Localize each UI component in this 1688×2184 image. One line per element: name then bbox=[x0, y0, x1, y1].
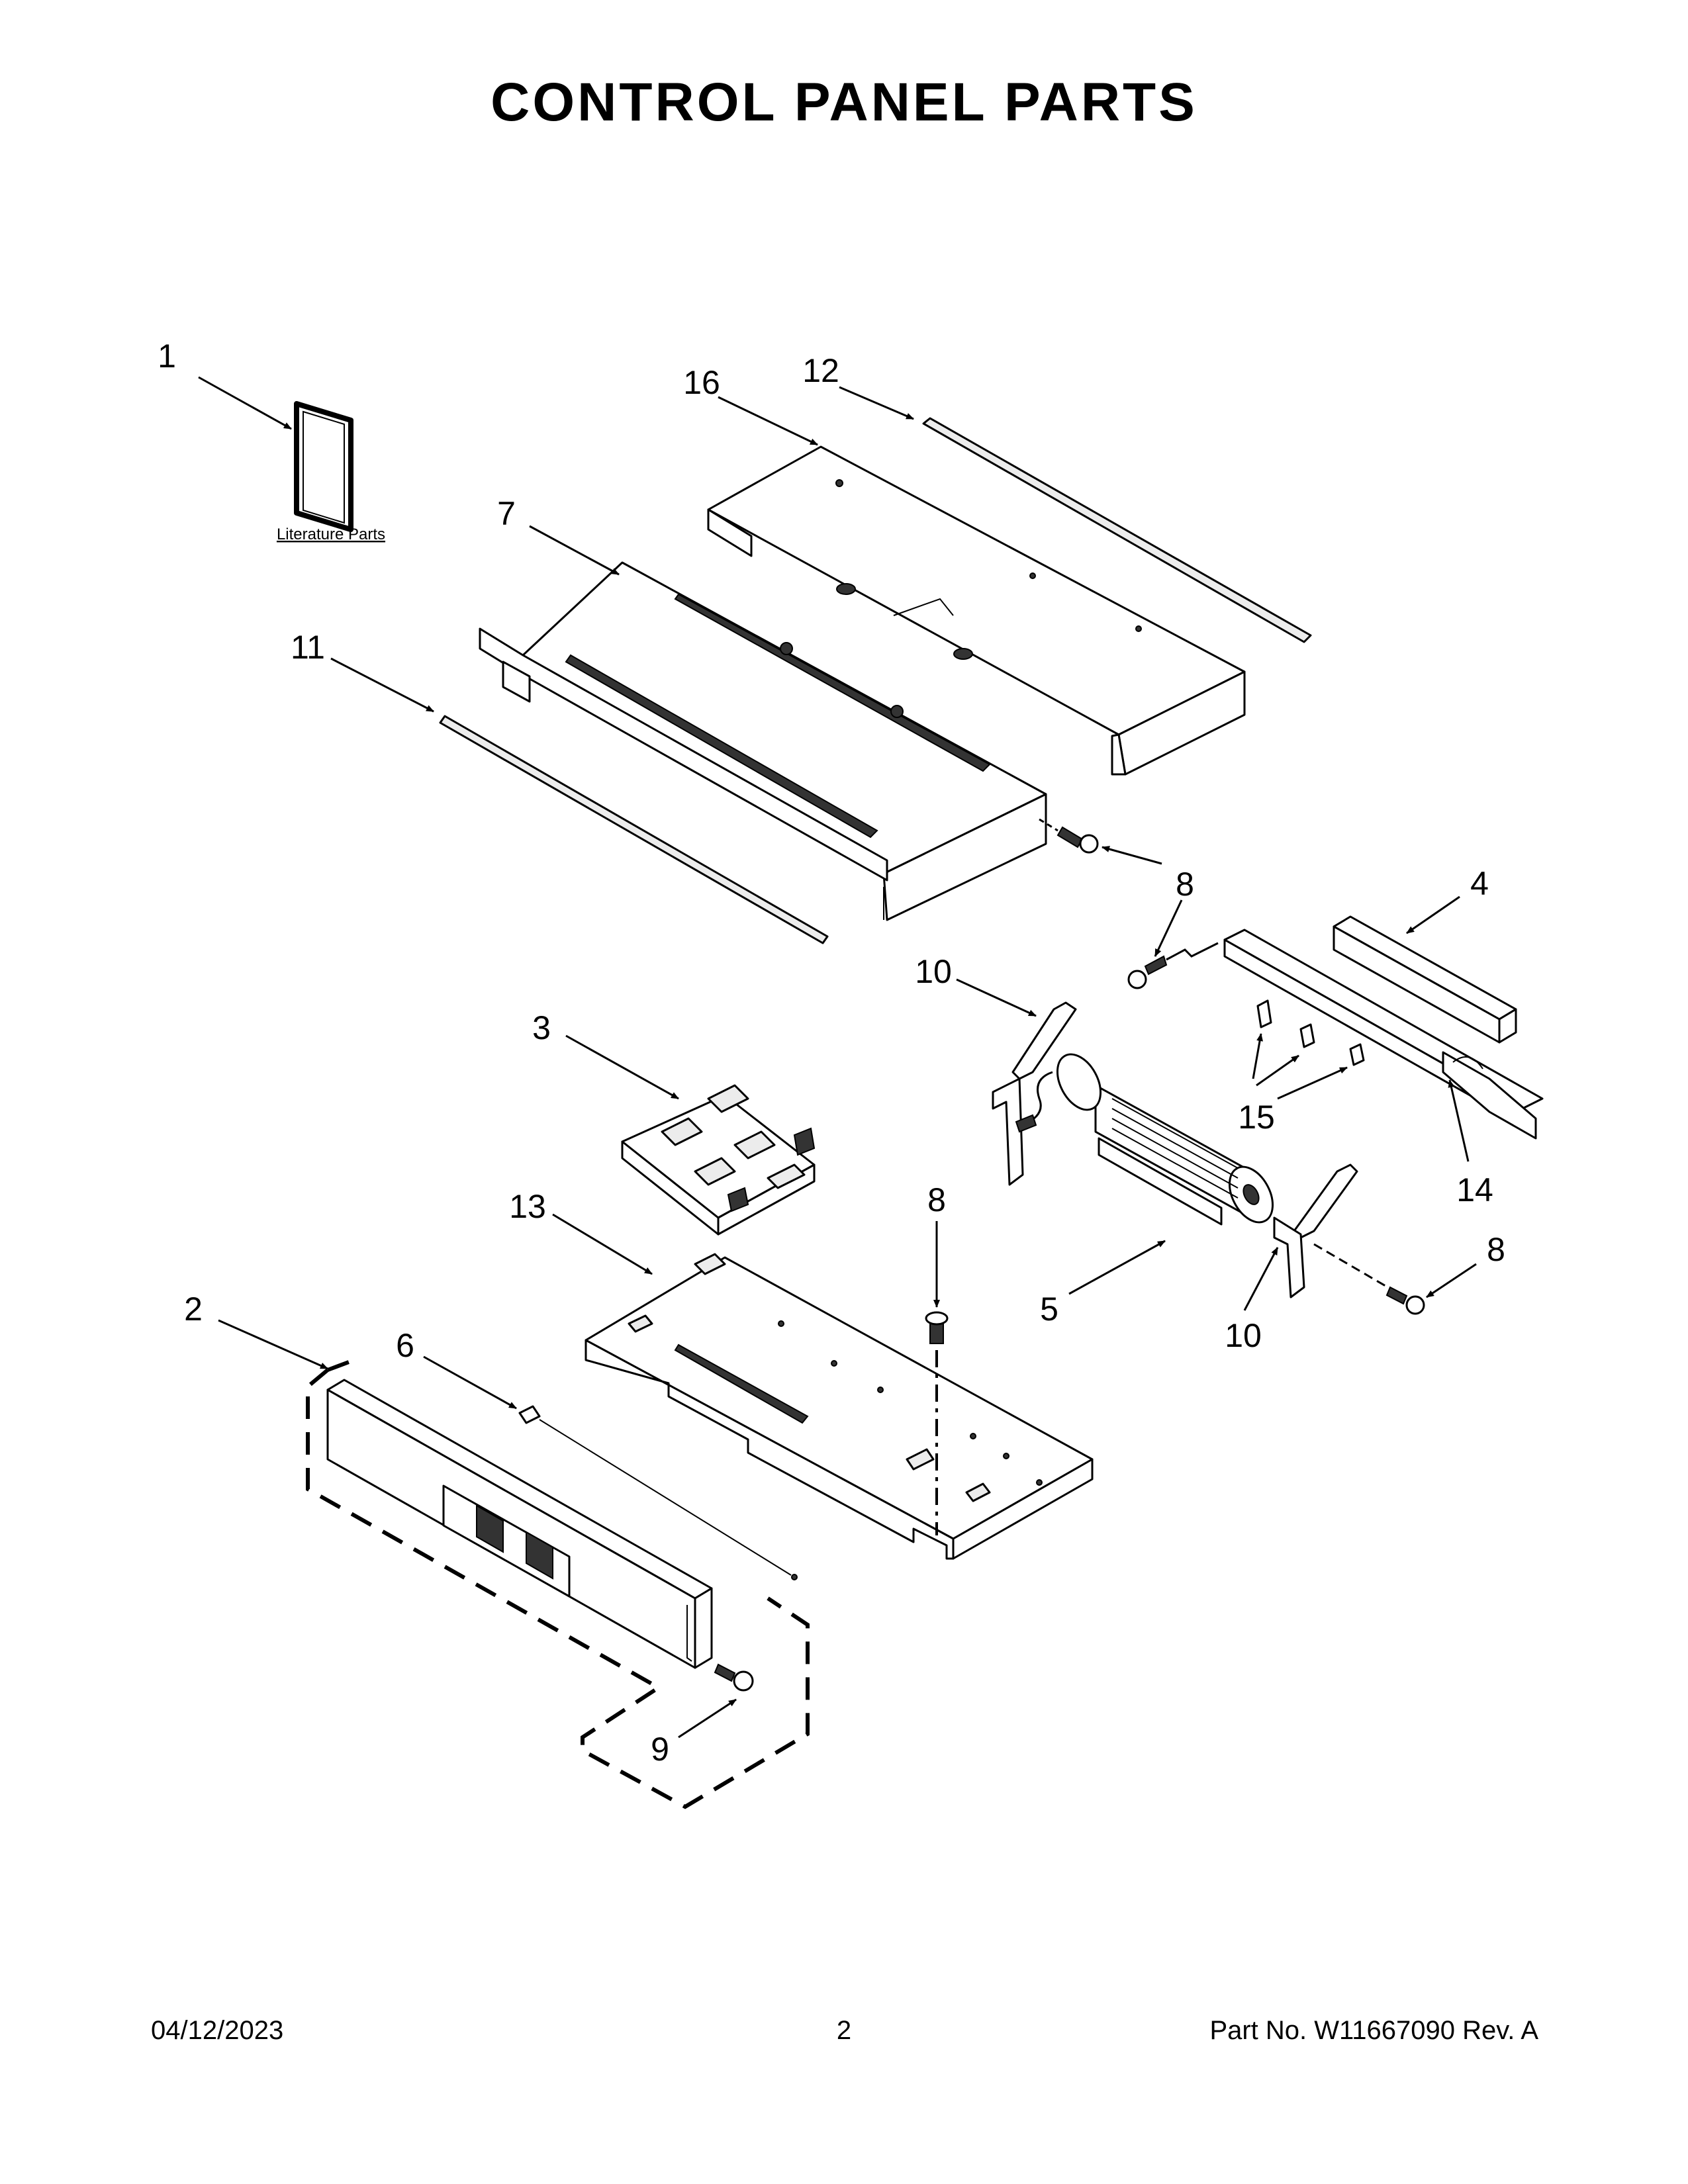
part-8-screw-upper bbox=[1039, 818, 1099, 854]
callout-numbers: 1 16 12 7 11 8 4 10 3 15 14 8 13 8 5 10 … bbox=[158, 338, 1505, 1768]
part-11-front-strip bbox=[439, 715, 829, 944]
callout-11: 11 bbox=[291, 629, 325, 666]
callout-4: 4 bbox=[1470, 865, 1489, 902]
callout-8-right: 8 bbox=[1487, 1231, 1505, 1268]
callout-8-lower: 8 bbox=[927, 1181, 946, 1218]
control-console-panel bbox=[326, 1379, 713, 1669]
callout-16: 16 bbox=[683, 364, 720, 401]
part-14-fan-bracket bbox=[1223, 929, 1544, 1140]
callout-12: 12 bbox=[802, 352, 839, 389]
part-12-rear-strip bbox=[922, 417, 1312, 643]
callout-8-upper: 8 bbox=[1176, 866, 1194, 903]
callout-14: 14 bbox=[1456, 1171, 1493, 1208]
part-2-assembly-outline-top bbox=[326, 1358, 355, 1372]
part-8-screw-lower bbox=[925, 1311, 949, 1535]
part-7-control-housing bbox=[479, 561, 1047, 921]
part-9-screw bbox=[714, 1663, 754, 1692]
callout-15: 15 bbox=[1238, 1099, 1275, 1136]
part-8-screw-right bbox=[1313, 1243, 1425, 1315]
callout-10-right: 10 bbox=[1225, 1317, 1262, 1354]
leader-arrows bbox=[198, 376, 1477, 1739]
callout-13: 13 bbox=[509, 1188, 546, 1225]
part-2-assembly-outline bbox=[306, 1368, 810, 1809]
callout-2: 2 bbox=[184, 1291, 203, 1328]
part-15-pins bbox=[1256, 999, 1365, 1066]
part-10-bracket-left bbox=[992, 1001, 1077, 1186]
part-1-literature-booklet bbox=[294, 401, 353, 532]
callout-9: 9 bbox=[651, 1731, 669, 1768]
callout-5: 5 bbox=[1040, 1291, 1058, 1328]
part-13-base-plate bbox=[585, 1253, 1094, 1560]
footer-date: 04/12/2023 bbox=[151, 2016, 284, 2045]
part-4-insulation-block bbox=[1333, 915, 1517, 1044]
callout-10-left: 10 bbox=[915, 953, 952, 990]
part-6-clip bbox=[518, 1405, 798, 1580]
footer-page-number: 2 bbox=[836, 2016, 852, 2045]
part-8-screw-middle bbox=[1127, 942, 1219, 989]
literature-parts-label: Literature Parts bbox=[277, 525, 385, 543]
page-title: CONTROL PANEL PARTS bbox=[491, 72, 1197, 132]
part-5-blower-fan bbox=[1015, 1053, 1274, 1226]
callout-6: 6 bbox=[396, 1327, 414, 1364]
part-3-control-board bbox=[621, 1084, 816, 1236]
callout-1: 1 bbox=[158, 338, 176, 375]
footer-part-number: Part No. W11667090 Rev. A bbox=[1209, 2016, 1538, 2045]
callout-3: 3 bbox=[532, 1009, 551, 1046]
part-16-rear-top-panel bbox=[707, 445, 1246, 776]
callout-7: 7 bbox=[497, 495, 516, 532]
part-10-bracket-right bbox=[1273, 1163, 1358, 1298]
